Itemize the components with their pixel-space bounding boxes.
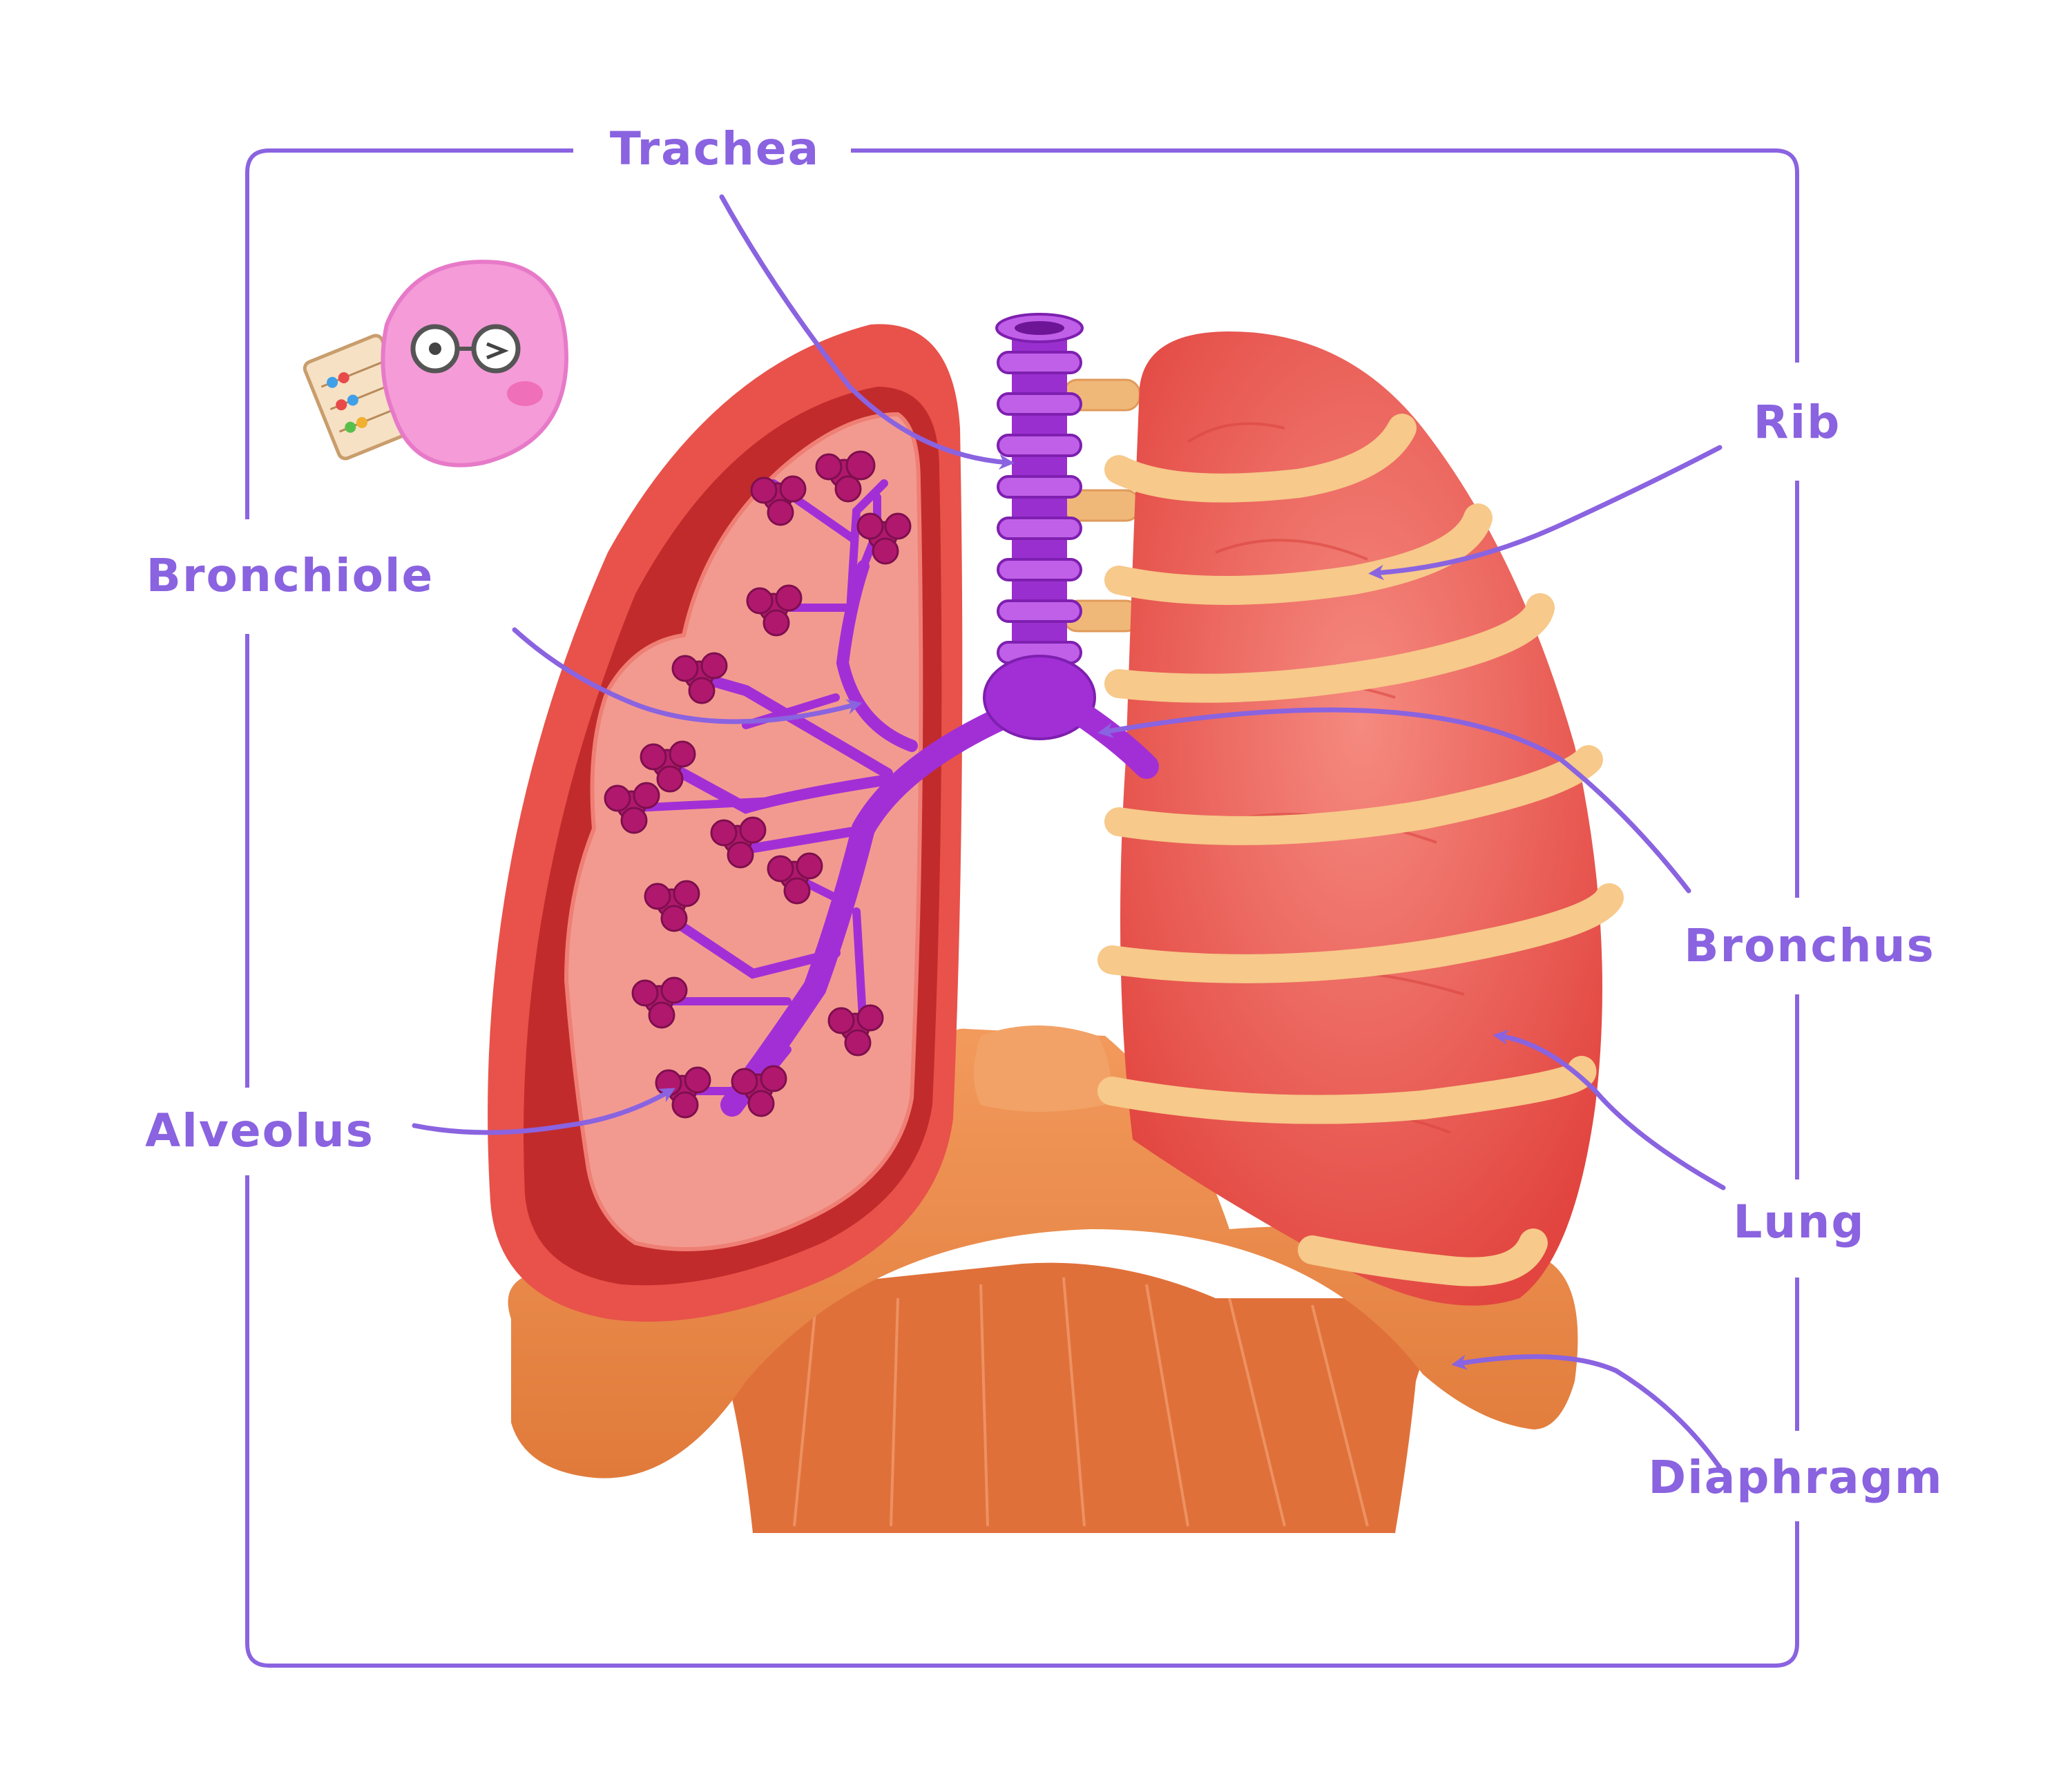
arrow-alveolus (412, 1088, 675, 1135)
label-trachea: Trachea (610, 122, 820, 175)
arrow-bronchiole (512, 627, 863, 724)
arrow-diaphragm (1451, 1354, 1723, 1470)
label-bronchus: Bronchus (1684, 919, 1935, 972)
arrow-rib (1368, 445, 1723, 581)
label-alveolus: Alveolus (145, 1104, 374, 1157)
bronchial-tree (631, 479, 1013, 1117)
alveoli-clusters (604, 450, 912, 1119)
ribs (1097, 414, 1624, 1286)
label-bronchiole: Bronchiole (146, 549, 434, 602)
frame-border (245, 148, 1799, 1668)
arrow-trachea (719, 194, 1015, 470)
label-lung: Lung (1733, 1195, 1865, 1249)
label-diaphragm: Diaphragm (1648, 1451, 1943, 1504)
label-rib: Rib (1754, 396, 1841, 449)
mascot-illustration (303, 260, 569, 468)
leader-arrows (412, 194, 1726, 1470)
arrow-bronchus (1097, 707, 1691, 894)
trachea-tube (983, 313, 1159, 779)
arrow-lung (1493, 1029, 1726, 1191)
